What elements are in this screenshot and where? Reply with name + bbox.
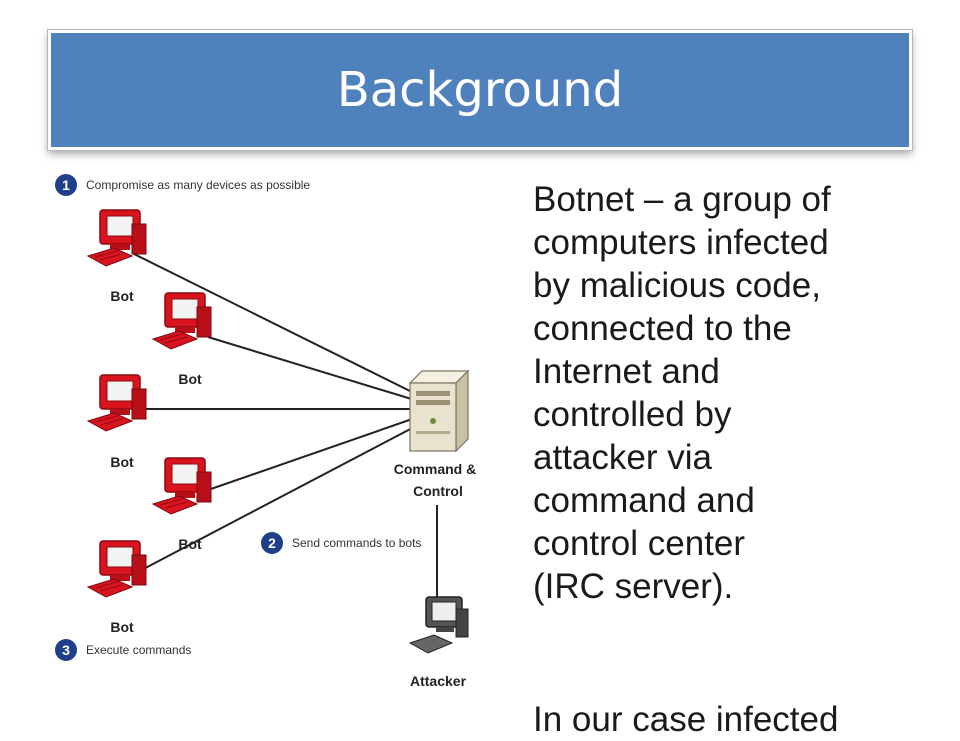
bot-computer-icon [87,374,147,432]
bot-label: Bot [110,288,134,304]
bot-4: Bot [152,457,212,552]
bot-computer-icon [152,457,212,515]
step-2-text: Send commands to bots [292,536,421,550]
step-2: 2 Send commands to bots [261,532,421,554]
botnet-definition: Botnet – a group of computers infected b… [533,180,831,606]
command-control-server: Command & Control [394,369,476,499]
bot-computer-icon [87,209,147,267]
server-label-line1: Command & [394,461,476,477]
bot-label: Bot [110,619,134,635]
botnet-diagram: 1 Compromise as many devices as possible… [55,174,476,689]
connection-lines [131,252,438,605]
bot-1: Bot [87,209,147,304]
step-3-badge [55,639,77,661]
bot-computer-icon [87,540,147,598]
step-2-badge [261,532,283,554]
bot-label: Bot [178,536,202,552]
step-1-number: 1 [62,177,70,193]
server-label-line2: Control [413,483,463,499]
server-icon [408,369,470,453]
title-bar: Background [48,30,912,150]
attacker: Attacker [408,596,469,689]
step-1: 1 Compromise as many devices as possible [55,174,310,196]
step-1-badge [55,174,77,196]
bot-label: Bot [178,371,202,387]
step-1-text: Compromise as many devices as possible [86,178,310,192]
step-3: 3 Execute commands [55,639,191,661]
bot-2: Bot [152,292,212,387]
slide-title: Background [336,62,624,118]
attacker-label: Attacker [410,673,467,689]
step-3-number: 3 [62,642,70,658]
attacker-computer-icon [408,596,469,654]
bot-computer-icon [152,292,212,350]
step-2-number: 2 [268,535,276,551]
bot-3: Bot [87,374,147,470]
step-3-text: Execute commands [86,643,191,657]
bot-label: Bot [110,454,134,470]
bot-5: Bot [87,540,147,635]
